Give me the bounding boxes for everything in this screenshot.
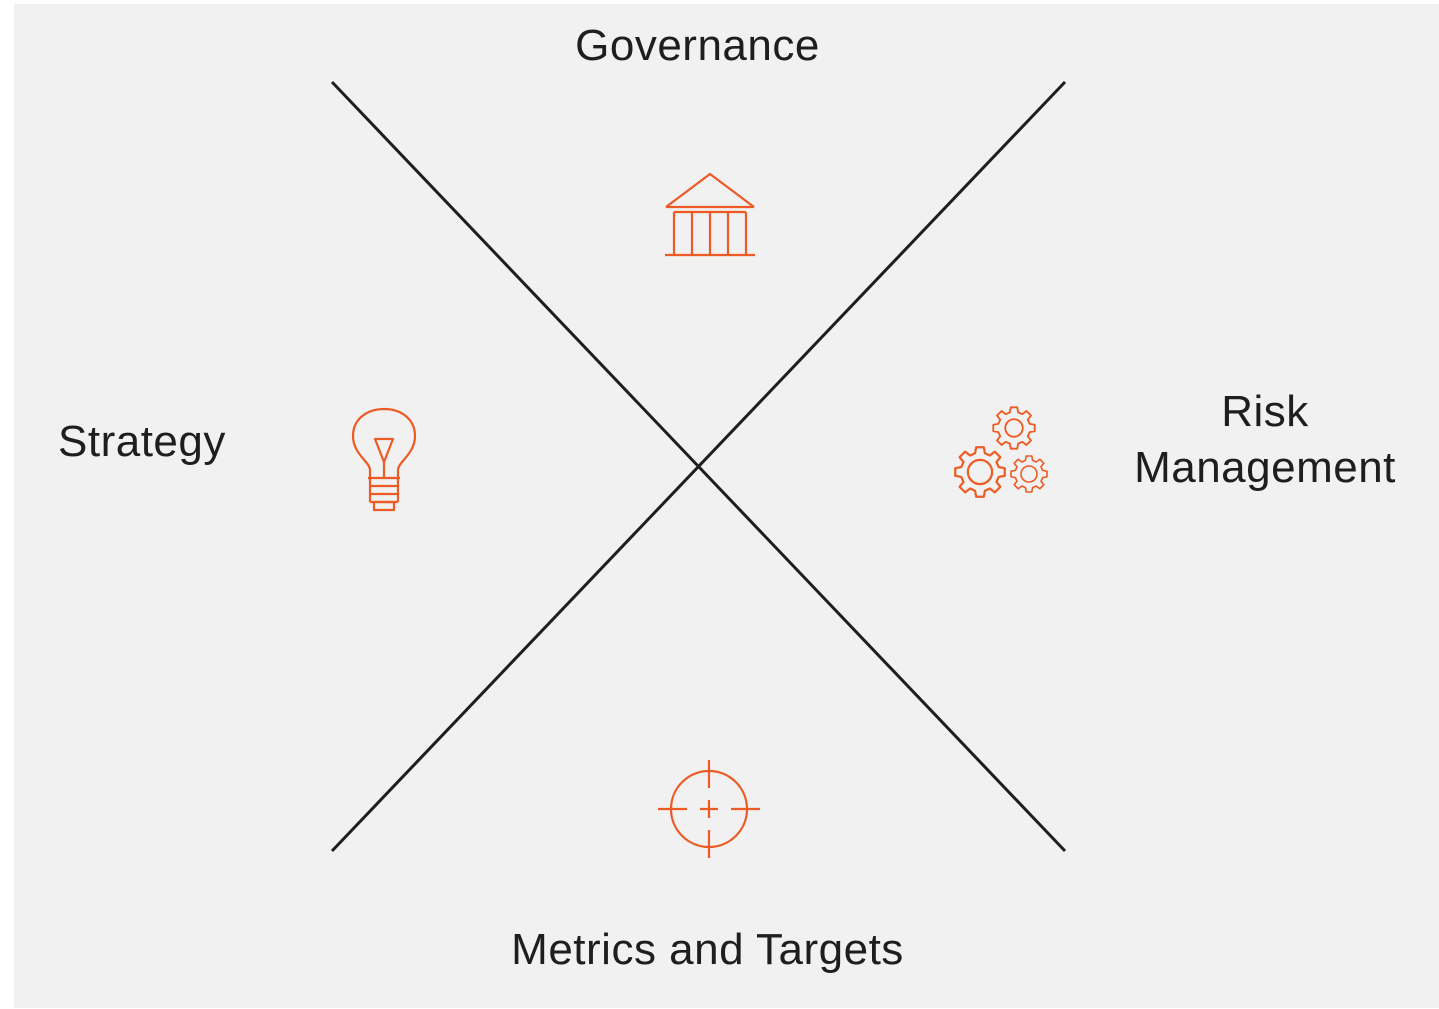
risk-label-line1: Risk <box>1221 387 1309 436</box>
target-crosshair-icon <box>658 760 760 858</box>
diagram-background <box>14 4 1439 1008</box>
governance-label: Governance <box>575 21 820 70</box>
risk-management-label: Risk Management <box>1090 384 1439 496</box>
lightbulb-icon <box>351 407 417 512</box>
gear-top-icon <box>992 406 1036 450</box>
strategy-label: Strategy <box>58 417 226 466</box>
bank-building-icon <box>665 172 755 257</box>
diagonal-line-up <box>330 80 1067 853</box>
risk-label-line2: Management <box>1134 443 1396 492</box>
gear-left-icon <box>954 446 1006 498</box>
gears-icon <box>954 406 1048 498</box>
metrics-and-targets-label: Metrics and Targets <box>511 925 904 974</box>
gear-right-icon <box>1010 455 1048 493</box>
